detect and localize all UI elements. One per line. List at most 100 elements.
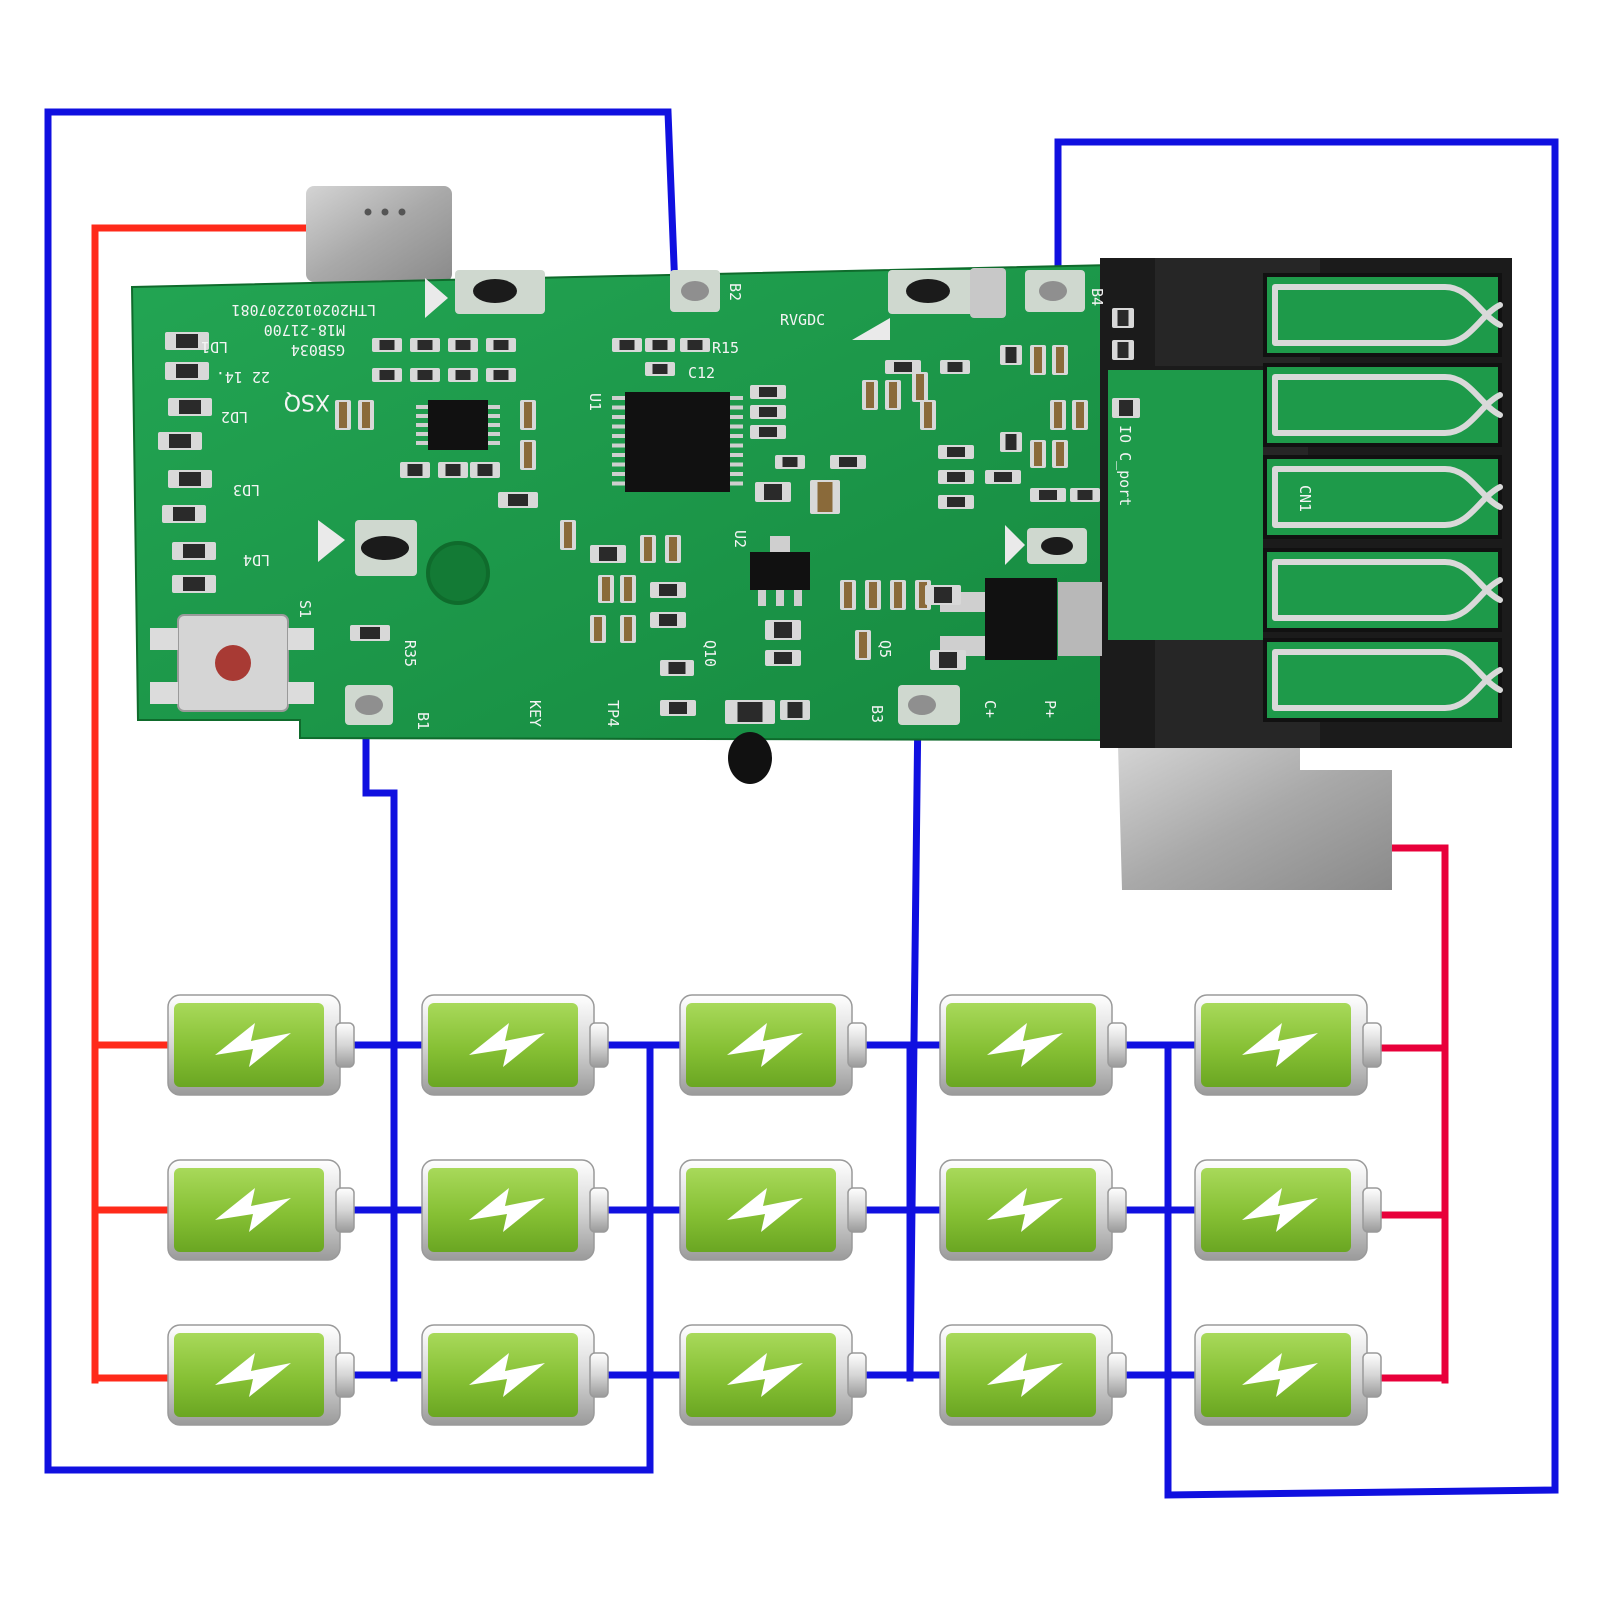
smd-part: [660, 660, 694, 676]
smd-part: [1030, 488, 1066, 502]
smd-part: [640, 535, 656, 563]
battery-cell: [421, 1324, 609, 1426]
smd-part: [438, 462, 468, 478]
label-ld2: LD2: [221, 408, 248, 426]
smd-part: [765, 620, 801, 640]
smd-part: [1072, 400, 1088, 430]
smd-part: [840, 580, 856, 610]
smd-part: [350, 625, 390, 641]
lightning-bolt-icon: [727, 1353, 803, 1397]
battery-cell: [1194, 1159, 1382, 1261]
label-cn1: CN1: [1296, 485, 1314, 512]
smd-part: [645, 338, 675, 352]
key-switch-button[interactable]: [215, 645, 251, 681]
lightning-bolt-icon: [469, 1353, 545, 1397]
smd-part: [1112, 340, 1134, 360]
smd-part: [775, 455, 805, 469]
spring-contact: [1263, 363, 1503, 447]
battery-cell-grid: [167, 994, 1382, 1426]
battery-cell: [421, 994, 609, 1096]
smd-part: [865, 580, 881, 610]
smd-part: [1030, 440, 1046, 468]
smd-part: [765, 650, 801, 666]
positive-wire-main: [91, 224, 314, 1384]
battery-cell: [679, 1324, 867, 1426]
smd-part: [1052, 440, 1068, 468]
row-links: [348, 1041, 1199, 1379]
smd-part: [486, 338, 516, 352]
silk-arrow: [1005, 525, 1025, 565]
smd-part: [168, 398, 212, 416]
lightning-bolt-icon: [215, 1353, 291, 1397]
smd-part: [1112, 308, 1134, 328]
bms-pcb: B1 B2 B3 B4: [130, 186, 1512, 890]
silk-line1: LTH2020102207081: [232, 301, 377, 319]
smd-part: [410, 368, 440, 382]
top-nickel-tab: [306, 186, 452, 282]
label-ld1: LD1: [201, 338, 228, 356]
smd-part: [620, 575, 636, 603]
label-c12: C12: [688, 364, 715, 382]
lightning-bolt-icon: [469, 1023, 545, 1067]
smd-part: [410, 338, 440, 352]
silk-arrow: [318, 520, 345, 562]
tab-hole: [364, 208, 372, 216]
balance-wire-b2-loop: [44, 108, 679, 1474]
label-u2: U2: [731, 530, 749, 548]
b2-pad: B2: [670, 270, 744, 312]
smd-part: [650, 582, 686, 598]
lightning-bolt-icon: [987, 1023, 1063, 1067]
smd-part: [335, 400, 351, 430]
smd-part: [165, 332, 209, 350]
smd-part: [940, 360, 970, 374]
smd-part: [750, 385, 786, 399]
smd-part: [590, 545, 626, 563]
smd-part: [755, 482, 791, 502]
silk-line4: 22 14.: [216, 368, 270, 386]
smd-part: [780, 700, 810, 720]
label-ld4: LD4: [243, 551, 270, 569]
smd-part: [470, 462, 500, 478]
battery-cell: [167, 994, 355, 1096]
label-b2: B2: [726, 283, 744, 301]
smd-part: [598, 575, 614, 603]
smd-part: [612, 338, 642, 352]
lightning-bolt-icon: [215, 1188, 291, 1232]
label-b1: B1: [414, 712, 432, 730]
label-q10: Q10: [701, 640, 719, 667]
smd-part: [358, 400, 374, 430]
battery-cell: [939, 1159, 1127, 1261]
smd-part: [1070, 488, 1100, 502]
label-b3: B3: [868, 705, 886, 723]
lightning-bolt-icon: [215, 1023, 291, 1067]
silk-line3: GSB034: [291, 341, 345, 359]
smd-part: [1112, 398, 1140, 418]
smd-part: [750, 405, 786, 419]
smd-part: [162, 505, 206, 523]
lightning-bolt-icon: [1242, 1023, 1318, 1067]
smd-part: [620, 615, 636, 643]
regulator-u2: [750, 552, 810, 590]
tab-hole: [381, 208, 389, 216]
mosfet-q-main: [985, 578, 1057, 660]
bottom-nickel-tab: [1118, 745, 1392, 890]
smd-part: [498, 492, 538, 508]
smd-part: [520, 440, 536, 470]
ic-u3: [428, 400, 488, 450]
ic-u1: [625, 392, 730, 492]
mosfet-tab: [1058, 582, 1102, 656]
silk-arrow: [852, 318, 890, 340]
smd-part: [665, 535, 681, 563]
smd-part: [172, 542, 216, 560]
b4-pad: B4: [1025, 270, 1106, 312]
label-q5: Q5: [876, 640, 894, 658]
battery-cell: [421, 1159, 609, 1261]
balance-wire-b4-loop: [1054, 138, 1559, 1499]
smd-part: [930, 650, 966, 670]
spring-contact: [1263, 455, 1503, 539]
b3-pad: B3: [868, 685, 960, 725]
smd-part: [885, 380, 901, 410]
smd-part: [862, 380, 878, 410]
